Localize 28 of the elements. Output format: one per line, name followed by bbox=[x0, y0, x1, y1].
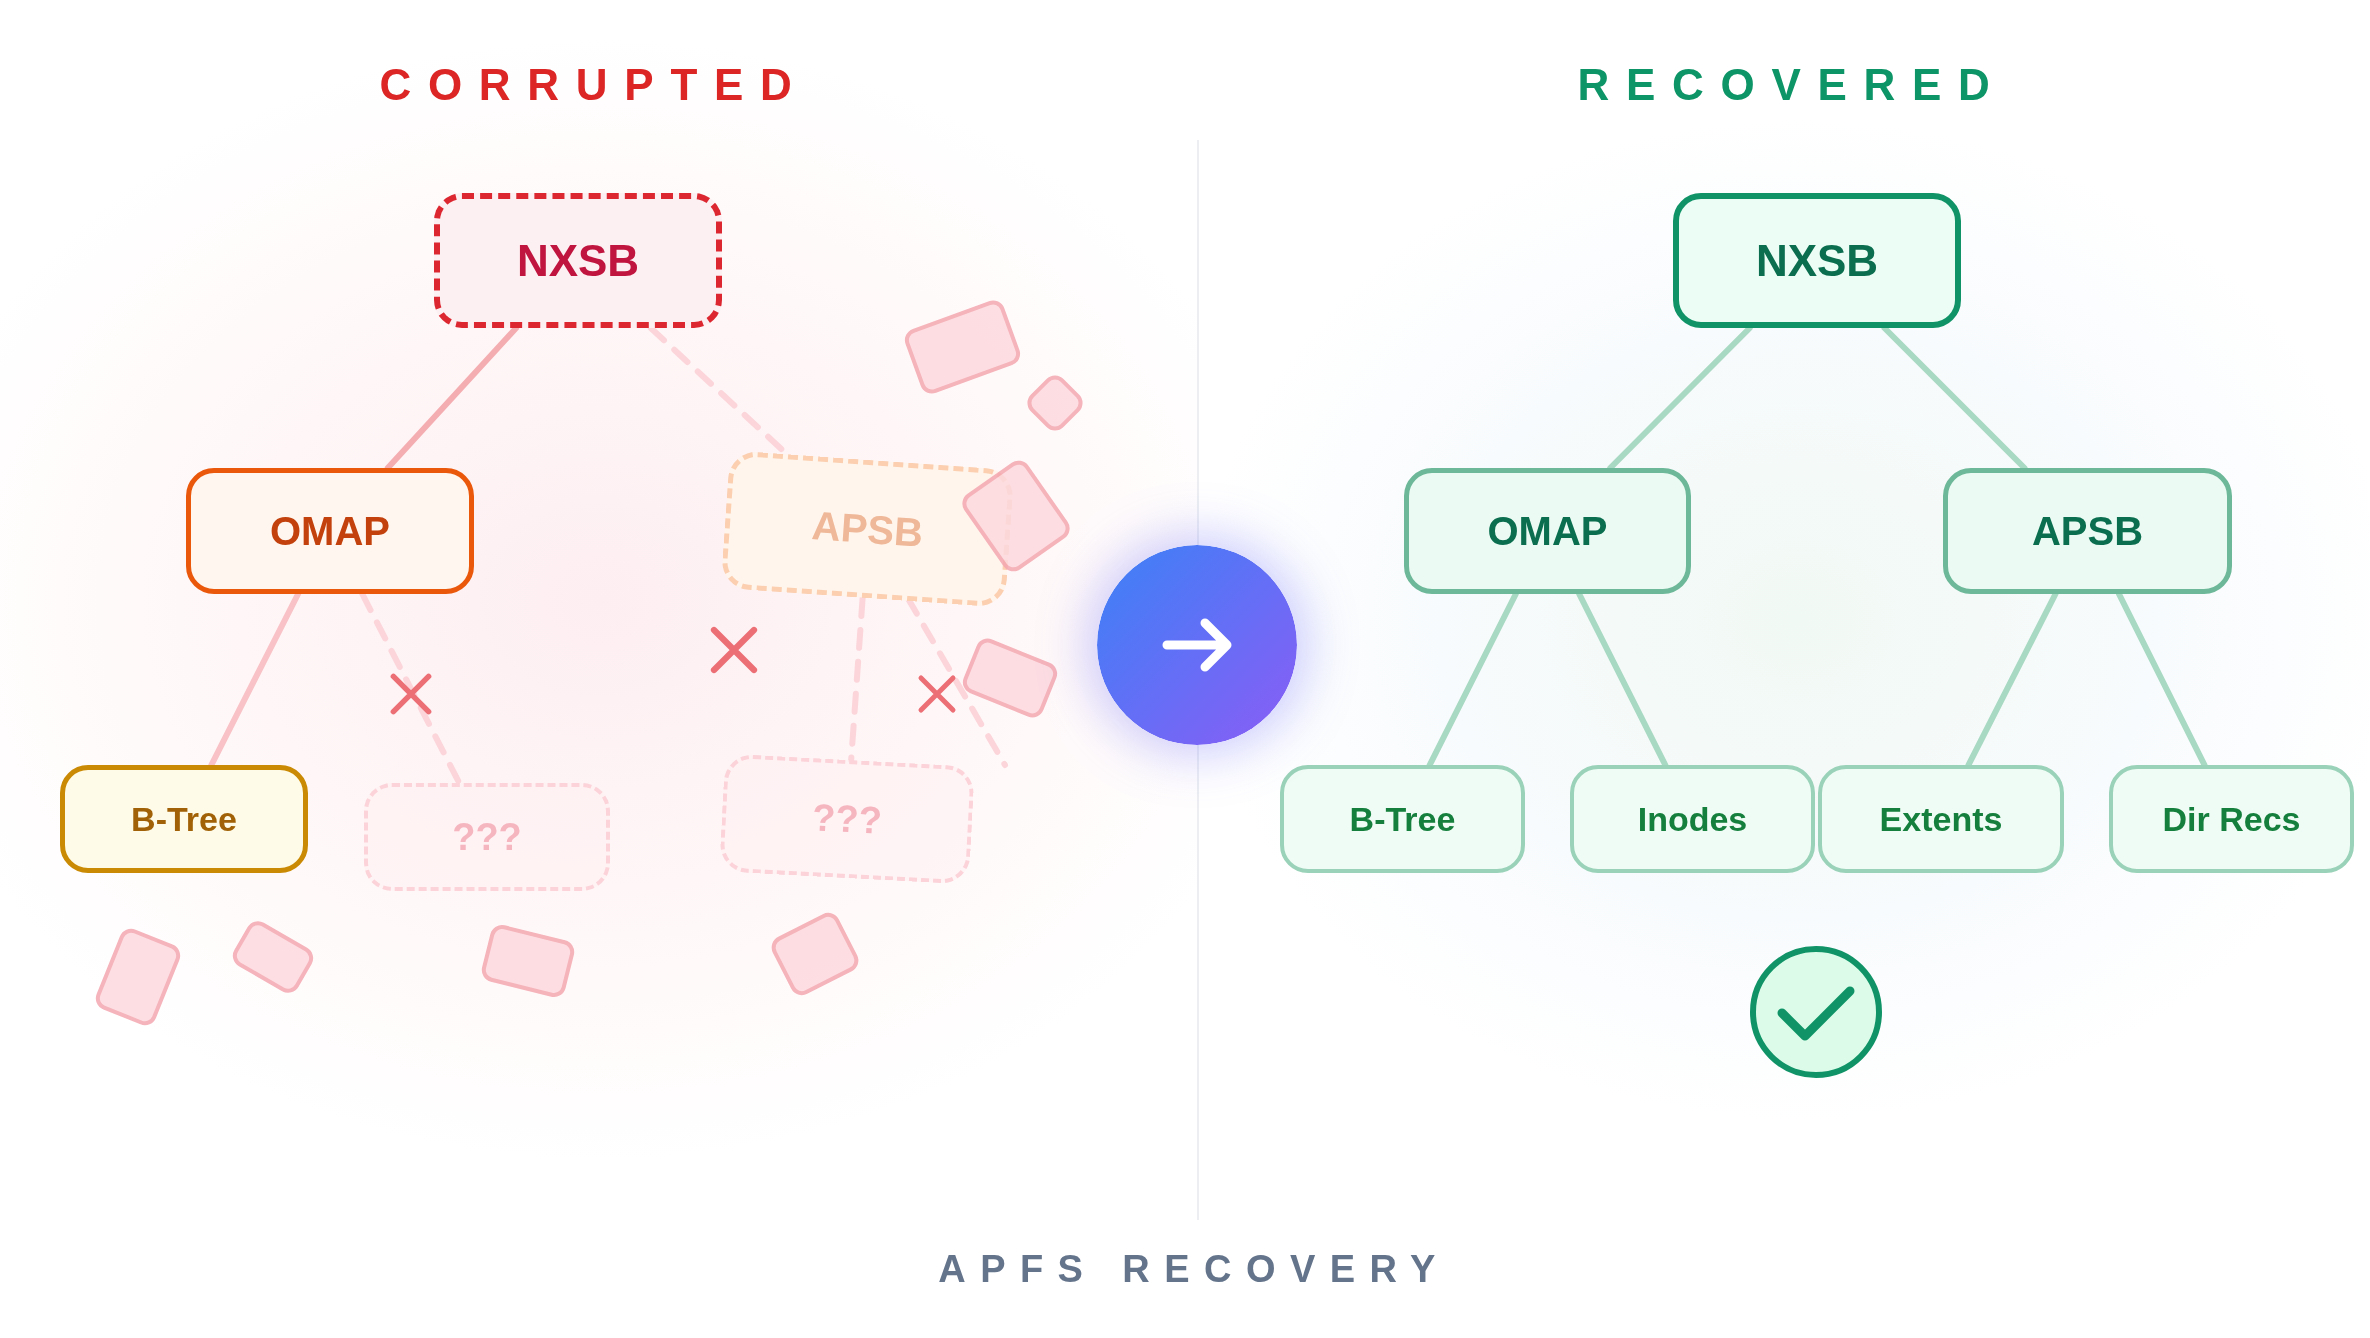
section-heading: RECOVERED bbox=[1577, 60, 2007, 110]
node-label: NXSB bbox=[516, 235, 640, 286]
node-label: Inodes bbox=[1637, 799, 1748, 839]
node-label: B-Tree bbox=[1349, 799, 1456, 839]
tree-node-box bbox=[1280, 765, 1525, 873]
tree-node-box bbox=[1673, 193, 1961, 328]
node-label: ??? bbox=[452, 815, 522, 859]
diagram-caption: APFS RECOVERY bbox=[938, 1248, 1450, 1291]
node-label: ??? bbox=[811, 795, 883, 843]
node-label: OMAP bbox=[270, 508, 390, 554]
tree-node-box bbox=[1818, 765, 2064, 873]
node-label: Dir Recs bbox=[2162, 799, 2301, 839]
node-label: APSB bbox=[2031, 508, 2144, 554]
broken-link-line bbox=[848, 595, 866, 763]
tree-node-box bbox=[60, 765, 308, 873]
tree-node-box bbox=[1943, 468, 2232, 594]
tree-node-box bbox=[2109, 765, 2354, 873]
node-label: OMAP bbox=[1487, 508, 1608, 554]
node-label: NXSB bbox=[1755, 235, 1879, 286]
node-label: Extents bbox=[1879, 799, 2003, 839]
tree-node-box bbox=[434, 193, 722, 328]
tree-node-box bbox=[1404, 468, 1691, 594]
section-heading: CORRUPTED bbox=[379, 60, 809, 110]
node-label: APSB bbox=[810, 502, 925, 556]
tree-node-box bbox=[1570, 765, 1815, 873]
tree-node-box bbox=[186, 468, 474, 594]
tree-node-box bbox=[364, 783, 610, 891]
node-label: B-Tree bbox=[131, 799, 237, 839]
